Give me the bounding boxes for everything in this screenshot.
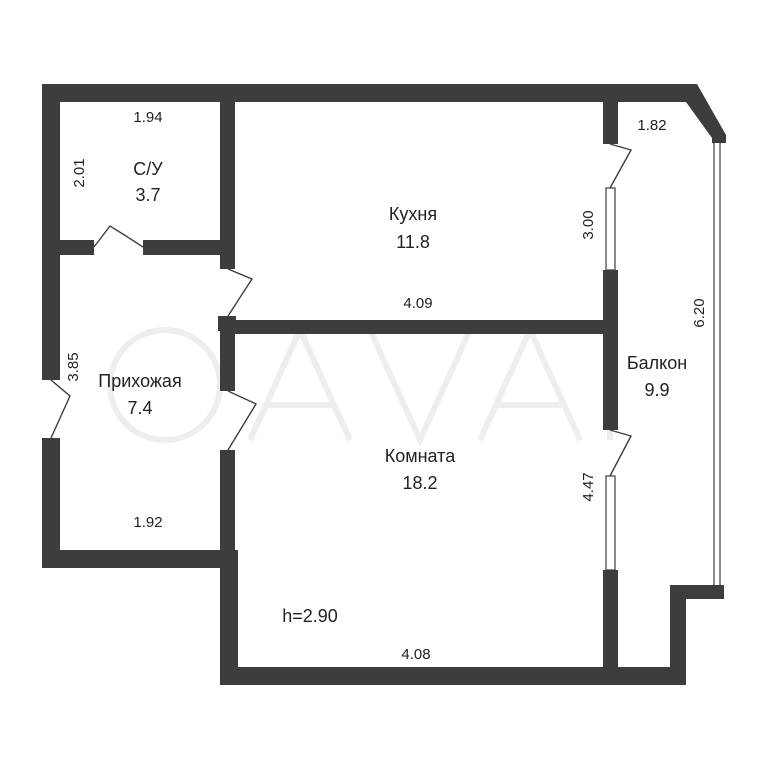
- balcony-area: 9.9: [644, 380, 669, 400]
- wall-partition-lower: [220, 450, 235, 560]
- wall-balcony-floor: [603, 667, 686, 685]
- walls: [42, 84, 726, 685]
- wall-bath-bottom-right: [143, 240, 235, 255]
- wall-top: [42, 84, 697, 102]
- doors: [50, 143, 633, 477]
- room-dim-width: 4.08: [401, 646, 430, 663]
- wall-partition-upper: [220, 84, 235, 269]
- kitchen-area: 11.8: [396, 232, 430, 252]
- watermark: [107, 322, 613, 448]
- wall-kitchen-room: [233, 320, 618, 334]
- door-room: [227, 390, 258, 451]
- bathroom-dim-height: 2.01: [71, 158, 88, 187]
- wall-balcony-mid: [603, 270, 618, 430]
- kitchen-dim-height: 3.00: [580, 210, 597, 239]
- door-bathroom: [93, 225, 144, 248]
- kitchen-name: Кухня: [389, 204, 437, 224]
- wall-balcony-upper: [603, 84, 618, 144]
- wall-partition-mid: [220, 331, 235, 391]
- wall-partition-stub: [218, 316, 236, 331]
- room-dim-height: 4.47: [580, 472, 597, 501]
- balcony-dim-length: 6.20: [691, 298, 708, 327]
- ceiling-height: h=2.90: [282, 606, 338, 626]
- bathroom-dim-width: 1.94: [133, 109, 162, 126]
- kitchen-dim-width: 4.09: [403, 295, 432, 312]
- balcony-name: Балкон: [627, 353, 687, 373]
- hallway-dim-height: 3.85: [65, 352, 82, 381]
- bathroom-name: С/У: [133, 159, 163, 179]
- wall-living-left-lower: [220, 550, 238, 685]
- bathroom-area: 3.7: [135, 185, 160, 205]
- door-balcony-kitchen: [609, 143, 633, 189]
- wall-bath-bottom-left: [42, 240, 94, 255]
- wall-bottom: [220, 667, 618, 685]
- window-room: [605, 475, 616, 571]
- balcony-glazing: [689, 91, 721, 585]
- room-name: Комната: [385, 446, 456, 466]
- wall-balcony-lower: [603, 570, 618, 685]
- room-area: 18.2: [402, 473, 437, 493]
- wall-left-lower: [42, 438, 60, 568]
- door-entrance: [50, 379, 71, 439]
- balcony-dim-top: 1.82: [637, 117, 666, 134]
- wall-hall-bottom: [42, 550, 238, 568]
- hallway-name: Прихожая: [98, 371, 181, 391]
- wall-balcony-notch: [670, 585, 686, 685]
- hallway-area: 7.4: [127, 398, 152, 418]
- door-balcony-room: [609, 429, 633, 477]
- window-kitchen: [605, 187, 616, 271]
- wall-left-upper: [42, 84, 60, 380]
- door-kitchen: [227, 268, 254, 317]
- hallway-dim-width: 1.92: [133, 514, 162, 531]
